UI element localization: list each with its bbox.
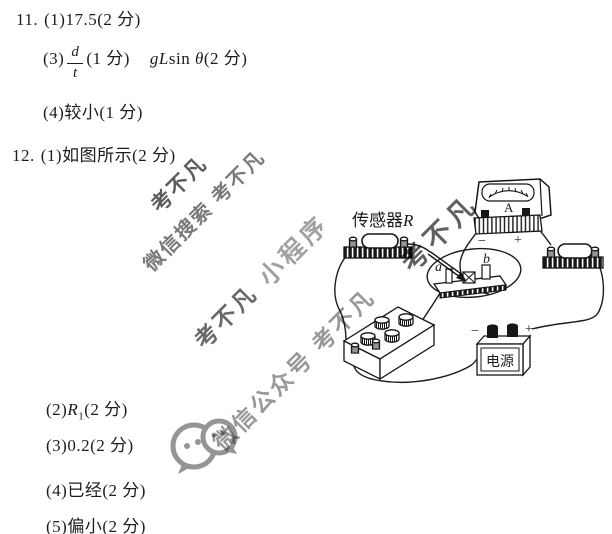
ammeter-minus-label: − [478, 234, 486, 249]
box-knob-2 [398, 313, 414, 327]
answer-line-11-1: 11. (1)17.5(2 分) [16, 5, 141, 30]
subscript-1: 1 [78, 410, 85, 423]
ammeter-body-edge [539, 178, 543, 217]
power-label-text: 电源 [486, 354, 514, 370]
wire-sensor-to-loop [406, 243, 431, 253]
answer-11-3-score1: (1 分) [86, 49, 130, 68]
answer-12-2-open: (2) [46, 400, 68, 419]
fraction-numerator: d [67, 44, 84, 64]
answer-line-12-3: (3)0.2(2 分) [46, 431, 134, 456]
resistance-box [342, 306, 436, 381]
switch-lever-arrow [427, 250, 467, 282]
ammeter-terminal-right [522, 208, 530, 216]
switch: a b [427, 250, 508, 299]
power-plus-label: + [525, 322, 533, 337]
wechat-bubble-eyes [184, 430, 226, 449]
watermark-kaobufan-2: 考不凡 [189, 280, 263, 354]
var-R: R [67, 400, 79, 419]
switch-label-a: a [435, 260, 442, 275]
ammeter-plus-label: + [514, 233, 522, 248]
answer-11-4-text: (4)较小(1 分) [43, 103, 143, 122]
power-terminal-minus-post [487, 324, 498, 338]
var-theta: θ [194, 49, 204, 68]
power-right-face [522, 334, 531, 377]
answer-11-1-text: (1)17.5(2 分) [44, 10, 141, 29]
resistor-terminal-left [546, 246, 556, 258]
answer-11-3-score2: (2 分) [203, 49, 248, 68]
answer-11-3-open: (3) [43, 49, 65, 68]
question-number-11: 11. [16, 10, 39, 29]
power-top-face [475, 335, 532, 345]
answer-12-2-score: (2 分) [84, 400, 128, 419]
ammeter-base [473, 214, 543, 235]
box-knob-1 [374, 316, 390, 330]
switch-label-b: b [483, 252, 490, 267]
sensor-label-R: R [402, 211, 414, 230]
resistor-tube [557, 243, 593, 259]
box-right-face [379, 323, 435, 381]
switch-base-front [439, 284, 507, 299]
ammeter-scale-window [481, 183, 535, 202]
answer-line-12-1: 12. (1)如图所示(2 分) [12, 141, 176, 166]
sensor-terminal-left [348, 236, 358, 248]
watermark-miniprogram: 小程序 [253, 209, 335, 292]
sensor-label-cn: 传感器 [352, 211, 403, 230]
wire-loop-around-switch [426, 247, 522, 299]
protective-resistor [542, 243, 604, 269]
box-terminal-2 [371, 338, 381, 350]
answer-line-11-4: (4)较小(1 分) [43, 98, 143, 123]
resistor-terminal-right [590, 246, 600, 258]
power-label-frame [480, 347, 520, 372]
sin-text: sin [168, 49, 195, 68]
power-minus-label: − [471, 324, 479, 339]
ammeter: A − + [473, 178, 552, 249]
circuit-diagram: 传感器R A − + [334, 178, 605, 383]
sensor-tube [361, 233, 399, 249]
answer-12-3-text: (3)0.2(2 分) [46, 436, 134, 455]
ammeter-terminal-left [481, 210, 489, 218]
wechat-icon [170, 418, 238, 474]
wire-sensor-to-box [334, 249, 353, 343]
question-number-12: 12. [12, 146, 35, 165]
answer-line-12-5: (5)偏小(2 分) [46, 512, 146, 534]
power-supply: − + 电源 [471, 322, 533, 377]
wechat-bubble-small [200, 418, 238, 456]
wire-resistor-to-power [531, 257, 605, 330]
wechat-bubble-small-tail [228, 447, 237, 454]
fraction-denominator: t [72, 64, 78, 81]
ammeter-letter: A [504, 200, 514, 215]
power-terminal-plus-post [507, 323, 518, 337]
box-terminal-1 [350, 342, 360, 354]
var-g: g [149, 49, 159, 68]
ammeter-scale-arc [488, 190, 528, 198]
answer-line-12-2: (2)R1(2 分) [46, 395, 128, 422]
sensor-R-component: 传感器R [343, 211, 414, 259]
answer-line-12-4: (4)已经(2 分) [46, 476, 146, 501]
var-L: L [158, 49, 169, 68]
ammeter-scale-ticks [488, 187, 529, 199]
switch-post-right [481, 264, 491, 280]
answer-12-4-text: (4)已经(2 分) [46, 481, 146, 500]
answer-12-5-text: (5)偏小(2 分) [46, 517, 146, 534]
answer-12-1-text: (1)如图所示(2 分) [40, 146, 176, 165]
box-knob-4 [384, 329, 400, 343]
sensor-label: 传感器R [352, 211, 414, 230]
